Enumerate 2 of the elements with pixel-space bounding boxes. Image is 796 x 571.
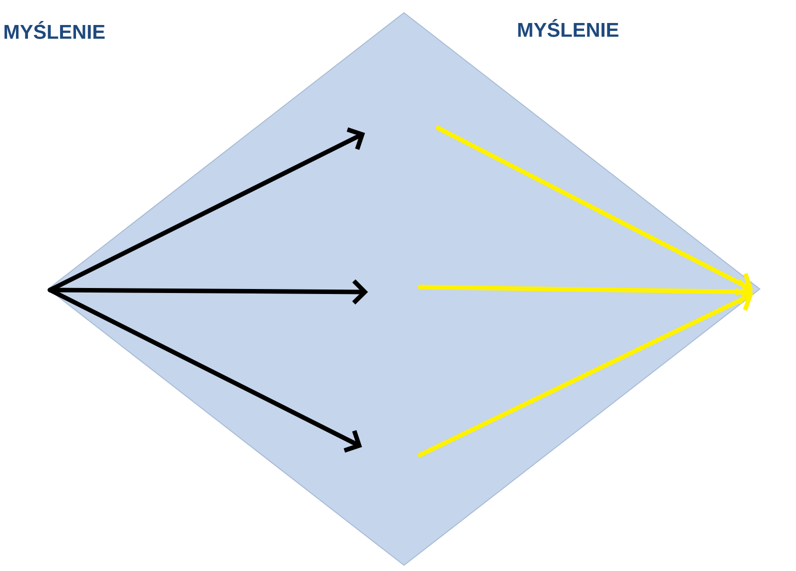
heading: MYŚLENIE [4, 21, 105, 39]
heading: MYŚLENIE [518, 19, 618, 37]
